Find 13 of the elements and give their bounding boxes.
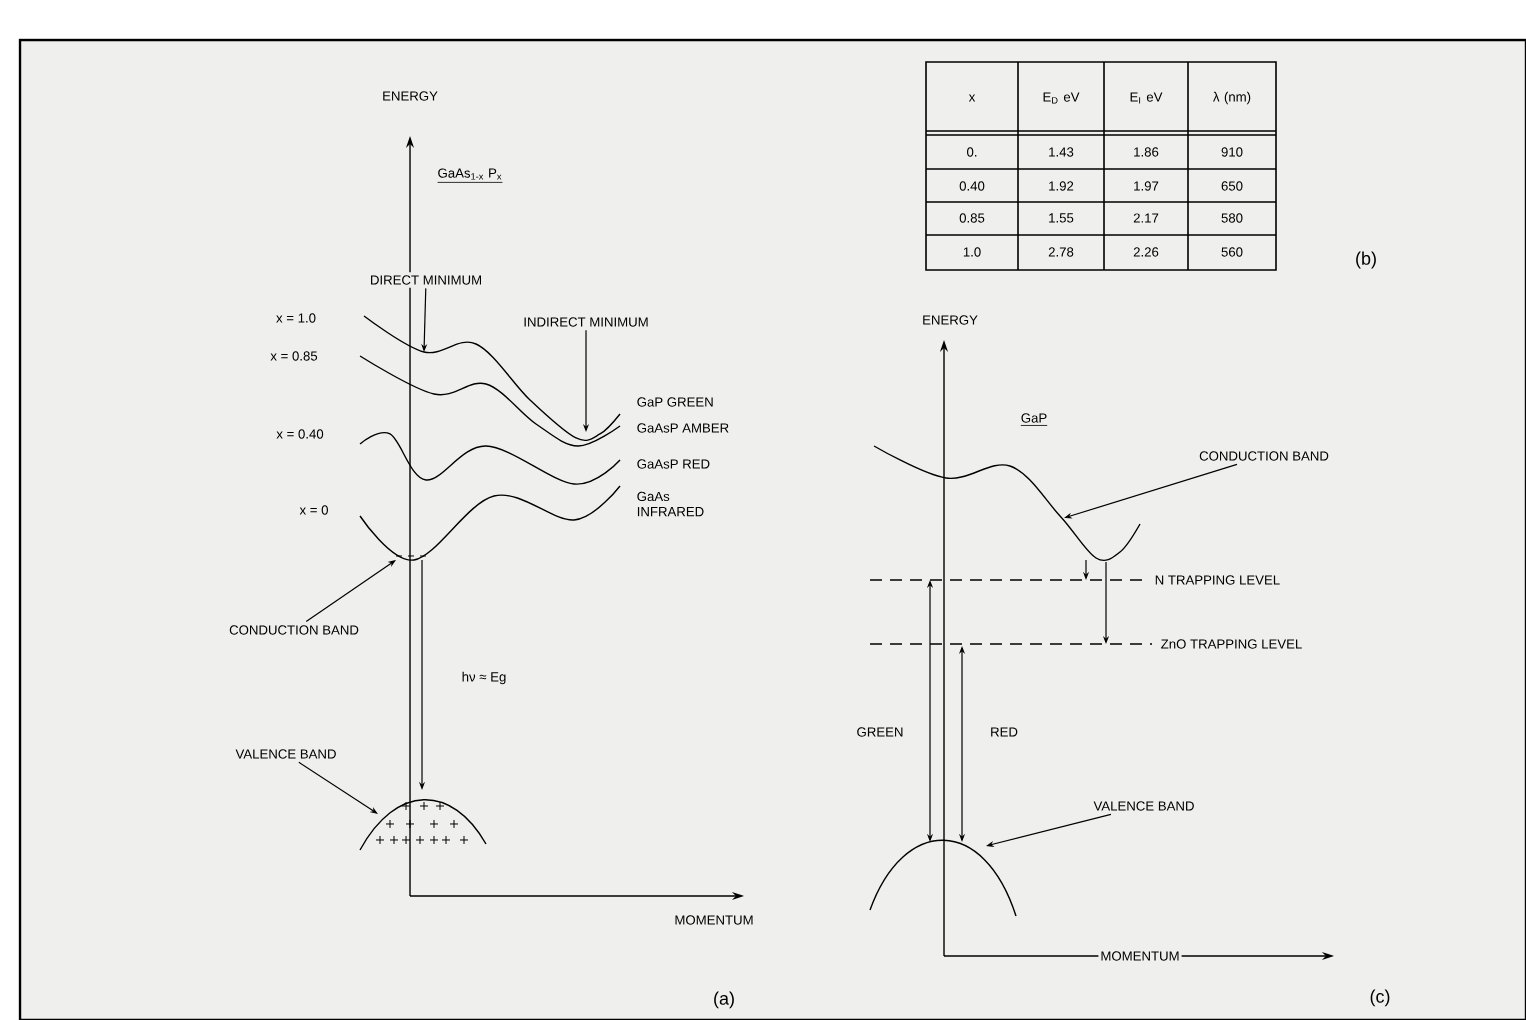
panel-label: (a) xyxy=(714,991,734,1009)
band-curve xyxy=(359,431,621,485)
panel-label: (b) xyxy=(1356,251,1376,269)
trapping-level-line xyxy=(869,643,1153,645)
leader-line xyxy=(298,761,378,814)
leader-line xyxy=(305,560,396,623)
band-curve xyxy=(873,445,1141,562)
band-curve xyxy=(359,485,621,561)
band-curve xyxy=(359,799,487,851)
trapping-level-line xyxy=(869,579,1147,581)
band-curve xyxy=(869,839,1017,917)
panel-label: (c) xyxy=(1370,989,1390,1007)
band-curve xyxy=(359,355,621,447)
